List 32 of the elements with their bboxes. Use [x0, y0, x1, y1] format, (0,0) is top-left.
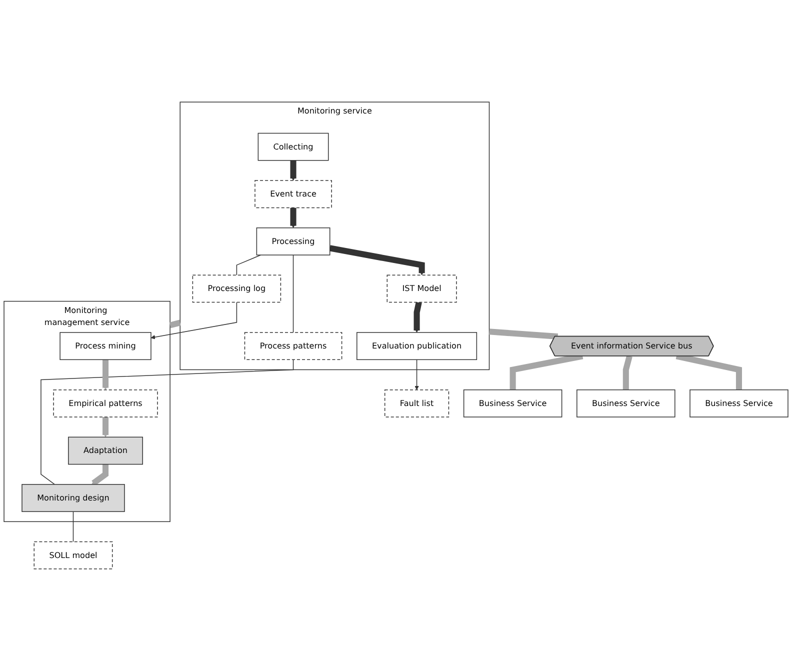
node-box: Processing	[256, 227, 330, 256]
node-box: Business Service	[576, 389, 676, 418]
connector	[72, 511, 74, 542]
connector	[40, 359, 294, 485]
arrow	[414, 302, 422, 333]
arrow	[290, 160, 296, 181]
connector	[169, 320, 181, 328]
node-box: Process patterns	[244, 332, 342, 360]
connector	[622, 355, 632, 390]
node-box: Adaptation	[68, 436, 143, 465]
arrow	[102, 360, 109, 390]
node-box: Process mining	[60, 332, 152, 360]
arrow	[290, 208, 296, 228]
connector	[236, 254, 262, 276]
node-box: Event trace	[254, 180, 332, 208]
node-box: Empirical patterns	[53, 389, 158, 418]
node-box: Processing log	[192, 274, 282, 303]
node-box: SOLL model	[34, 541, 113, 570]
arrow	[414, 359, 419, 390]
node-box: Business Service	[463, 389, 562, 418]
arrow	[102, 417, 109, 438]
node-box: Collecting	[258, 132, 329, 161]
node-box: IST Model	[386, 274, 457, 303]
node-box: Fault list	[384, 389, 450, 418]
node-box: Business Service	[690, 389, 788, 418]
connector	[489, 328, 558, 340]
arrow	[150, 302, 238, 340]
arrow	[92, 464, 109, 486]
node-box: Monitoring design	[22, 484, 125, 512]
arrow	[329, 245, 425, 276]
connector	[292, 254, 294, 333]
node-box: Evaluation publication	[356, 332, 478, 360]
